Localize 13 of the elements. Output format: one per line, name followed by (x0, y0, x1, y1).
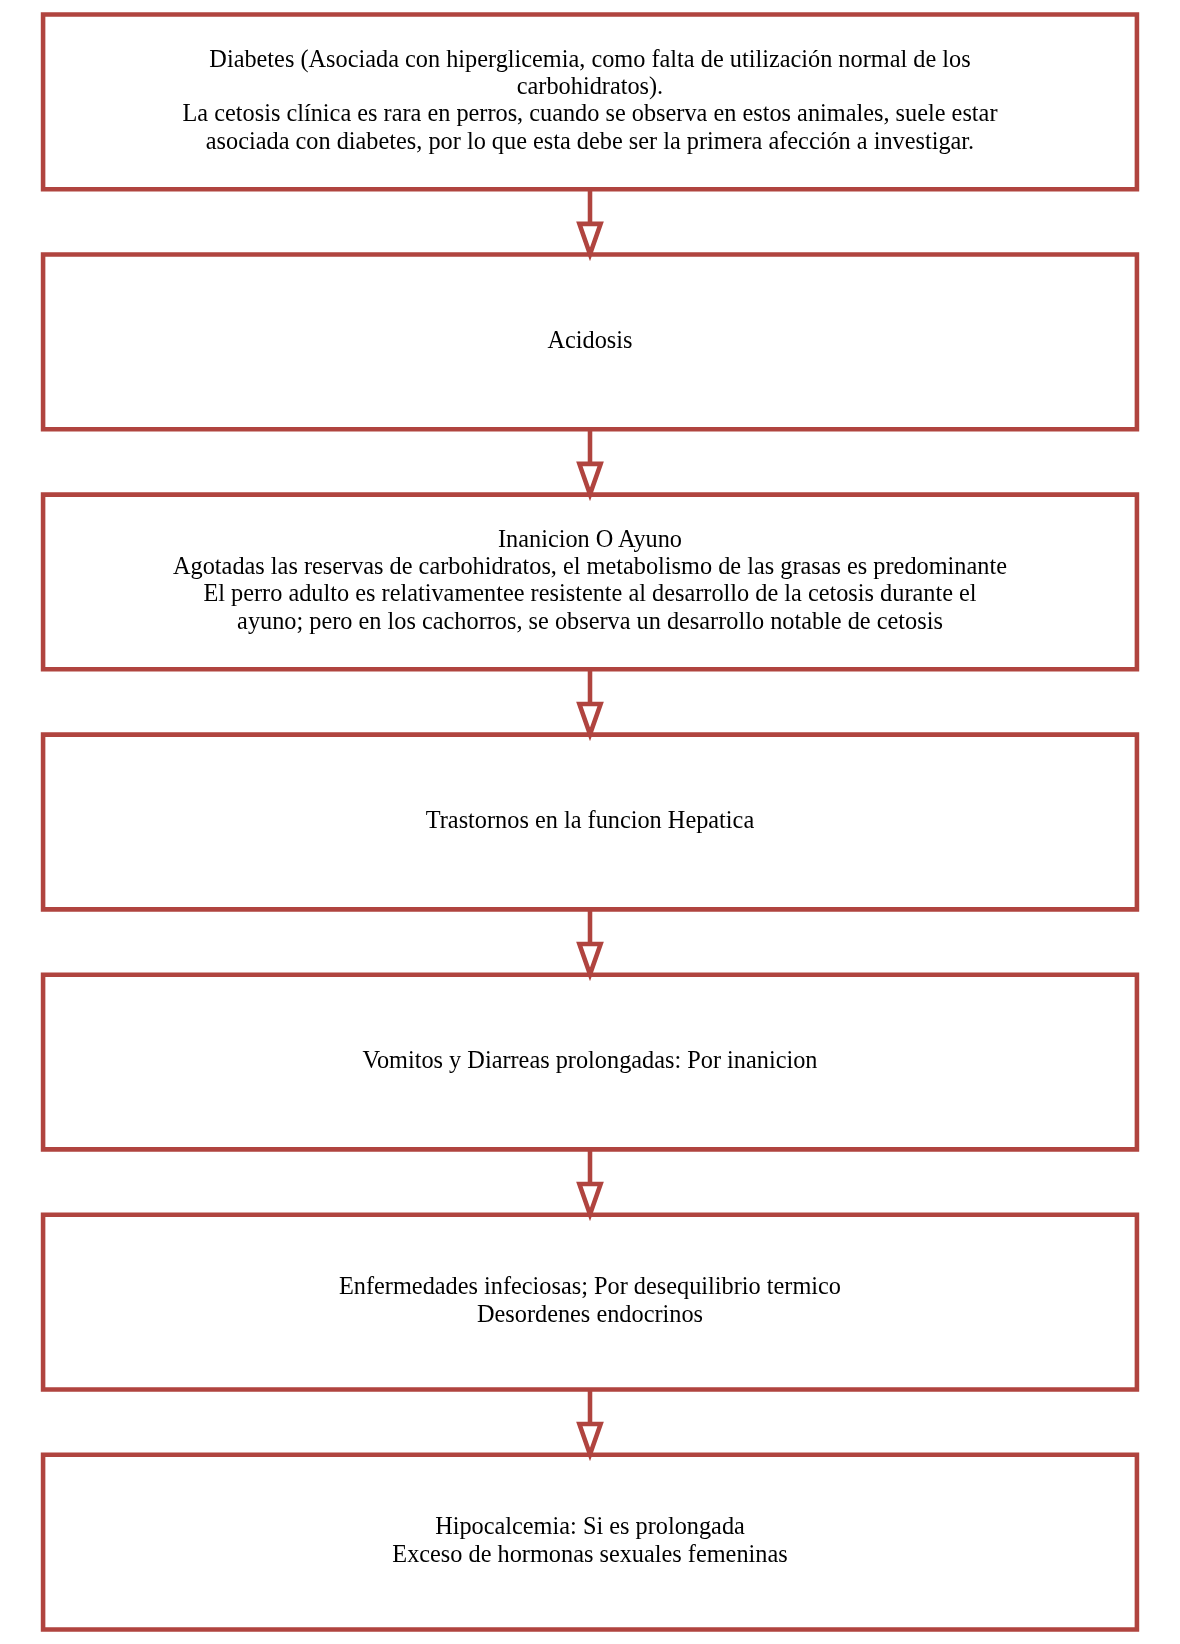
arrow (576, 669, 604, 742)
node-box: Diabetes (Asociada con hiperglicemia, como falta de utilización normal de los carbohidratos). La cetosis clínica es rara en perros, cuando se observa en estos animales, suele estar asociada con diabetes, por lo que esta debe ser la primera afección a investigar. (40, 12, 1140, 192)
node-box: Inanicion O Ayuno Agotadas las reservas de carbohidratos, el metabolismo de las grasas es predominante El perro adulto es relativamentee resistente al desarrollo de la cetosis durante el ayuno; pero en los cachorros, se observa un desarrollo notable de cetosis (40, 492, 1140, 672)
node-box: Trastornos en la funcion Hepatica (40, 732, 1140, 912)
node-box: Enfermedades infeciosas; Por desequilibrio termico Desordenes endocrinos (40, 1212, 1140, 1392)
arrow (576, 189, 604, 262)
arrow (576, 429, 604, 502)
arrow (576, 1389, 604, 1462)
node-box: Acidosis (40, 252, 1140, 432)
node-box: Hipocalcemia: Si es prolongada Exceso de hormonas sexuales femeninas (40, 1452, 1140, 1632)
arrow (576, 909, 604, 982)
arrow (576, 1149, 604, 1222)
node-box: Vomitos y Diarreas prolongadas: Por inanicion (40, 972, 1140, 1152)
